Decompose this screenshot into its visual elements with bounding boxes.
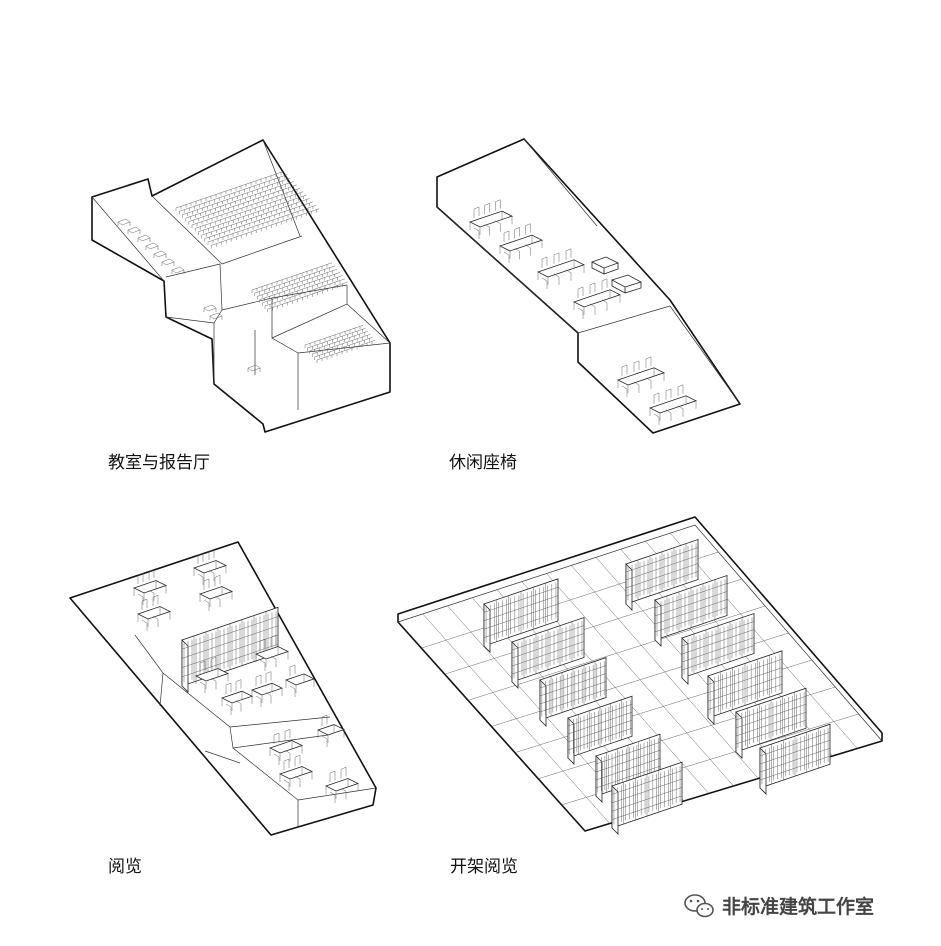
bookshelf-books — [611, 765, 683, 825]
table — [572, 289, 622, 308]
classroom-label: 教室与报告厅 — [108, 453, 210, 473]
chairs — [221, 679, 253, 715]
seat-rows — [304, 325, 376, 363]
chairs — [193, 548, 227, 585]
bookshelf-books — [707, 654, 783, 715]
classroom-outline — [91, 139, 391, 433]
chairs — [133, 568, 167, 605]
desk — [171, 266, 185, 274]
table — [648, 395, 698, 414]
bookshelf-books — [567, 699, 633, 755]
lounge-inner-walls — [436, 138, 741, 405]
reading-tables — [132, 548, 360, 803]
table — [136, 606, 172, 620]
reading-bookshelf — [181, 606, 279, 693]
desk — [247, 364, 261, 372]
lecture-hall-seating-2 — [251, 262, 348, 313]
chairs — [573, 278, 621, 319]
stacks-label: 开架阅览 — [450, 857, 518, 877]
chairs — [649, 384, 697, 425]
reading-label: 阅览 — [108, 857, 142, 877]
stacks-floor-edge — [397, 524, 883, 742]
bookshelf-books — [181, 611, 279, 683]
table — [278, 766, 314, 780]
lounge-table-groups — [468, 199, 698, 425]
table — [536, 259, 586, 278]
reading-outline — [69, 541, 377, 836]
chairs — [255, 634, 289, 671]
bookshelf-books — [681, 617, 755, 675]
bookshelf-books — [625, 543, 699, 601]
lecture-hall-seating-1 — [175, 171, 320, 249]
watermark-text: 非标准建筑工作室 — [722, 895, 874, 918]
chairs — [279, 754, 313, 791]
table — [616, 367, 666, 386]
chairs — [195, 656, 229, 693]
lounge-outline — [436, 138, 741, 434]
chairs — [617, 356, 665, 397]
desk — [127, 226, 141, 234]
classroom-desks — [117, 218, 261, 372]
desk — [117, 218, 131, 226]
chairs — [137, 594, 171, 631]
bookshelf-books — [539, 661, 607, 717]
lounge-label: 休闲座椅 — [449, 453, 517, 473]
bookshelf-books — [654, 579, 728, 637]
desk — [145, 242, 159, 250]
chairs — [469, 199, 513, 239]
table — [198, 586, 234, 600]
reading-inner-walls — [134, 634, 377, 827]
desk — [203, 304, 217, 312]
chairs — [317, 714, 345, 747]
desk — [161, 258, 175, 266]
bookshelf-side — [181, 639, 189, 693]
chairs — [499, 223, 543, 263]
bookshelf-books — [595, 737, 661, 793]
desk — [137, 234, 151, 242]
stacks-bookshelves — [483, 538, 831, 835]
lecture-hall-seating-3 — [304, 325, 376, 363]
classroom-diagram: 教室与报告厅 — [91, 139, 391, 473]
desk — [153, 250, 167, 258]
chairs — [251, 671, 283, 707]
table — [324, 778, 360, 792]
table — [316, 724, 346, 736]
chairs — [537, 248, 585, 289]
table — [192, 560, 228, 574]
bookshelf-books — [735, 691, 807, 749]
chairs — [269, 728, 303, 765]
watermark: 非标准建筑工作室 — [684, 894, 874, 918]
chairs — [285, 664, 315, 697]
table — [132, 580, 168, 594]
table — [468, 210, 514, 228]
seat-rows — [175, 171, 320, 249]
classroom-inner-walls — [91, 139, 391, 410]
ottoman — [610, 274, 643, 294]
bookshelf-books — [483, 582, 559, 643]
chairs — [199, 574, 233, 611]
seat-rows — [251, 262, 348, 313]
desk — [209, 312, 223, 320]
bookshelf-books — [511, 621, 585, 679]
reading-diagram: 阅览 — [69, 541, 377, 877]
table — [498, 234, 544, 252]
wechat-icon — [684, 894, 714, 918]
bookshelf-books — [759, 727, 831, 785]
lounge-diagram: 休闲座椅 — [436, 138, 741, 473]
ottoman — [590, 256, 620, 275]
chairs — [325, 766, 359, 803]
stacks-diagram: 开架阅览 — [397, 516, 883, 877]
